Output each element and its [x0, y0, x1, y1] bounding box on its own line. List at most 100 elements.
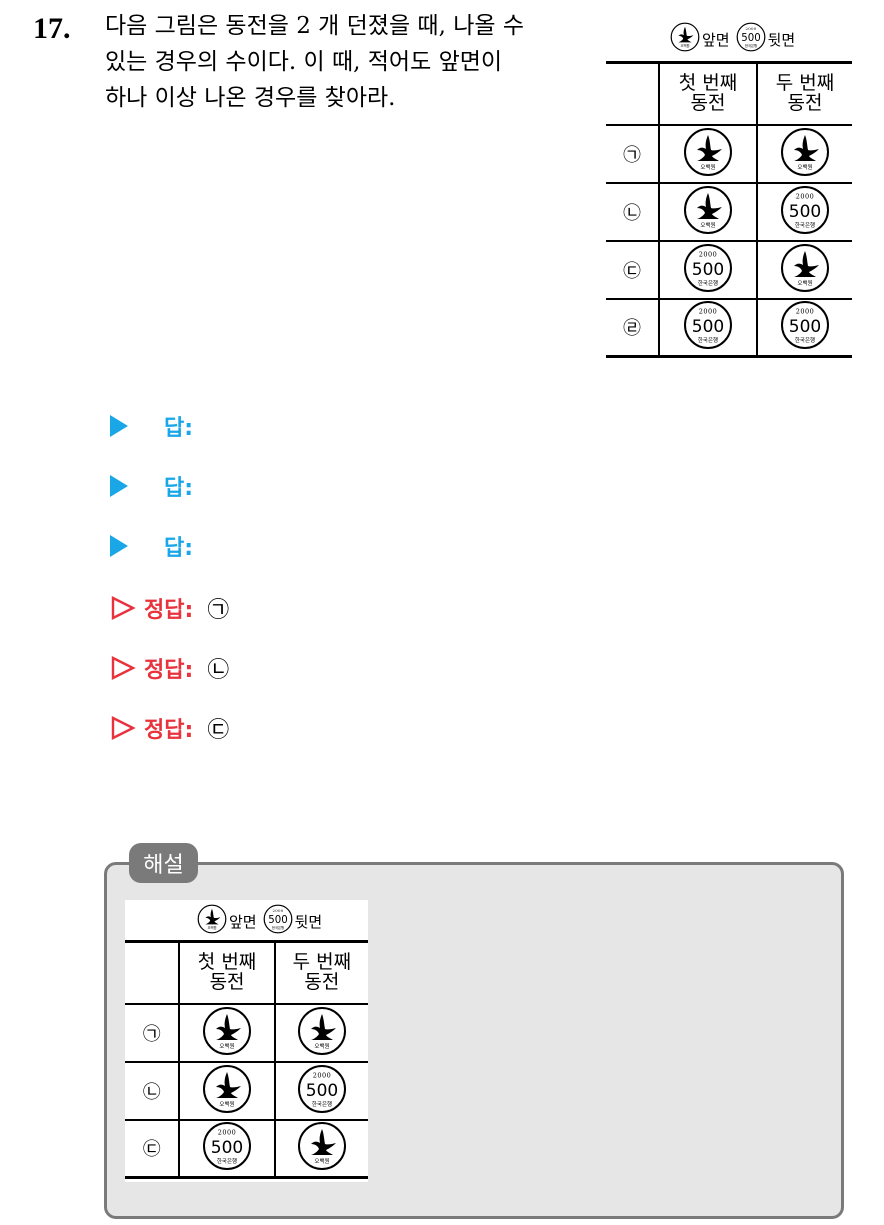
legend-back-label: 뒷면	[294, 912, 323, 931]
answer-row: 답:	[110, 470, 193, 502]
correct-value: ㉠	[207, 598, 230, 623]
svg-text:2000: 2000	[796, 308, 815, 316]
answer-label: 답:	[164, 416, 194, 441]
coin-front-icon: 오백원	[780, 243, 830, 297]
svg-text:한국은행: 한국은행	[795, 221, 815, 229]
question-line: 있는 경우의 수이다. 이 때, 적어도 앞면이	[105, 49, 503, 75]
filled-triangle-icon	[110, 415, 128, 437]
svg-text:500: 500	[211, 1138, 243, 1158]
svg-text:2000: 2000	[796, 192, 815, 200]
svg-text:오백원: 오백원	[219, 1100, 234, 1108]
row-mark: ㉢	[606, 239, 660, 300]
outline-triangle-icon	[111, 596, 136, 620]
svg-text:500: 500	[692, 317, 724, 337]
correct-answer-row: 정답: ㉢	[110, 712, 229, 744]
svg-text:500: 500	[306, 1081, 338, 1101]
correct-answer-row: 정답: ㉠	[110, 592, 229, 624]
legend-front-label: 앞면	[229, 912, 257, 931]
svg-text:500: 500	[789, 202, 821, 222]
svg-text:한국은행: 한국은행	[312, 1100, 332, 1108]
svg-text:500: 500	[692, 260, 724, 280]
col2-header-line: 동전	[787, 91, 823, 114]
correct-label: 정답:	[144, 718, 194, 743]
correct-label: 정답:	[144, 598, 194, 623]
coin-front-icon: 오백원	[683, 127, 733, 181]
row-mark: ㉢	[125, 1118, 181, 1179]
svg-text:오백원: 오백원	[700, 221, 715, 229]
svg-text:한국은행: 한국은행	[272, 925, 284, 930]
col1-header: 첫 번째 동전	[658, 61, 758, 126]
outline-triangle-icon	[111, 716, 136, 740]
svg-text:500: 500	[789, 317, 821, 337]
coin-front-icon: 오백원	[297, 1006, 347, 1060]
legend-front-label: 앞면	[702, 30, 730, 49]
row-mark: ㉠	[606, 123, 660, 184]
correct-value: ㉢	[207, 718, 230, 743]
svg-text:2000: 2000	[699, 308, 718, 316]
col2-header: 두 번째 동전	[273, 940, 368, 1005]
coin-front-icon: 오백원	[780, 127, 830, 181]
svg-text:500: 500	[741, 33, 760, 44]
svg-text:오백원: 오백원	[207, 925, 216, 930]
svg-text:한국은행: 한국은행	[698, 336, 718, 344]
svg-text:500: 500	[268, 915, 287, 926]
correct-answer-row: 정답: ㉡	[110, 652, 229, 684]
svg-text:오백원: 오백원	[680, 43, 689, 48]
coin-front-icon: 오백원	[297, 1121, 347, 1175]
svg-text:한국은행: 한국은행	[795, 336, 815, 344]
svg-text:오백원: 오백원	[314, 1042, 329, 1050]
col1-header: 첫 번째 동전	[178, 940, 276, 1005]
row-mark: ㉠	[125, 1002, 181, 1063]
col1-header-line: 동전	[209, 970, 245, 993]
svg-text:2000: 2000	[699, 250, 718, 258]
outline-triangle-icon	[111, 656, 136, 680]
svg-text:한국은행: 한국은행	[745, 43, 757, 48]
svg-text:2000: 2000	[218, 1129, 237, 1137]
question-line: 다음 그림은 동전을 2 개 던졌을 때, 나올 수	[105, 13, 524, 39]
svg-text:오백원: 오백원	[314, 1157, 329, 1165]
coin-front-icon: 오백원	[202, 1064, 252, 1118]
answer-label: 답:	[164, 536, 194, 561]
legend-back-label: 뒷면	[767, 30, 796, 49]
correct-label: 정답:	[144, 658, 194, 683]
col2-header: 두 번째 동전	[756, 61, 852, 126]
col1-header-line: 동전	[690, 91, 726, 114]
svg-text:오백원: 오백원	[797, 163, 812, 171]
filled-triangle-icon	[110, 535, 128, 557]
row-mark: ㉡	[125, 1060, 181, 1121]
svg-text:오백원: 오백원	[797, 279, 812, 287]
table-row: ㉠ 오백원 오백원	[125, 1002, 368, 1063]
row-mark: ㉣	[606, 297, 660, 358]
svg-text:2000: 2000	[272, 908, 283, 913]
coin-front-icon: 오백원	[670, 22, 700, 56]
answer-row: 답:	[110, 410, 193, 442]
table-row: ㉠ 오백원 오백원	[606, 123, 852, 184]
col1-header-line: 첫 번째	[197, 950, 257, 973]
col2-header-line: 두 번째	[292, 950, 352, 973]
svg-text:오백원: 오백원	[700, 163, 715, 171]
svg-text:2000: 2000	[745, 26, 756, 31]
answer-row: 답:	[110, 530, 193, 562]
svg-text:오백원: 오백원	[219, 1042, 234, 1050]
col2-header-line: 동전	[304, 970, 340, 993]
correct-value: ㉡	[207, 658, 230, 683]
